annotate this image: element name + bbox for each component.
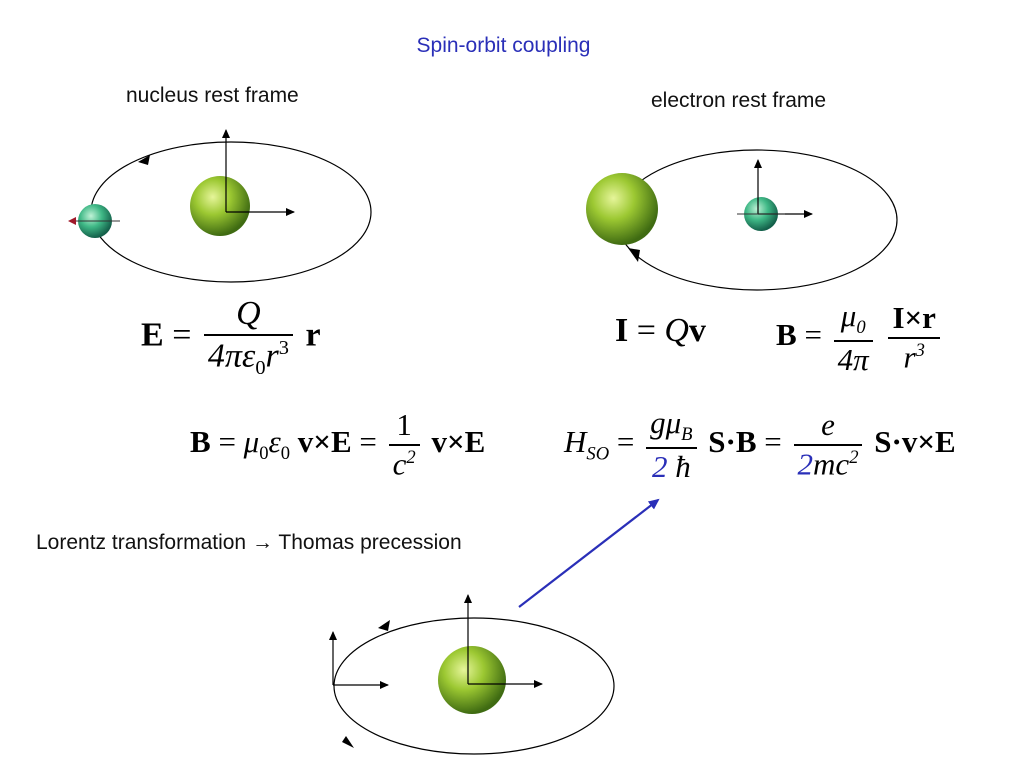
- slide-title: Spin-orbit coupling: [416, 34, 591, 57]
- precession-diagram: [329, 594, 615, 755]
- fraction: μ0 4π: [833, 298, 873, 377]
- den-part: mc: [813, 446, 850, 482]
- superscript: 3: [278, 336, 289, 359]
- nucleus-sphere: [190, 176, 250, 236]
- superscript: 3: [915, 339, 925, 361]
- eq-symbol: ε: [268, 423, 281, 459]
- numerator: I×r: [888, 302, 940, 339]
- eq-symbol: Q: [664, 312, 689, 349]
- subscript: SO: [586, 443, 610, 465]
- denominator: r3: [888, 339, 940, 374]
- eq-symbol: B: [776, 317, 797, 353]
- nucleus-sphere: [438, 646, 506, 714]
- superscript: 2: [406, 446, 416, 468]
- eq-symbol: H: [564, 424, 587, 460]
- nucleus-frame-diagram: [68, 129, 372, 283]
- numerator: μ0: [833, 298, 873, 342]
- eq-symbol: S·v×E: [874, 424, 956, 460]
- numerator: Q: [203, 296, 293, 336]
- eq-symbol: μ: [243, 423, 260, 459]
- num-part: gμ: [650, 405, 682, 440]
- numerator: 1: [388, 408, 420, 446]
- eq-symbol: I: [615, 312, 629, 349]
- right-arrow-icon: →: [251, 531, 273, 554]
- denominator: 4πε0r3: [204, 336, 293, 380]
- nucleus-sphere: [586, 173, 658, 245]
- eq-symbol: S·B: [708, 424, 757, 460]
- subscript: B: [681, 424, 693, 446]
- denominator: 4π: [837, 341, 869, 377]
- electron-frame-label: electron rest frame: [651, 89, 827, 112]
- fraction: 1 c2: [388, 408, 420, 481]
- eq-symbol: v×E: [431, 423, 486, 459]
- eq-symbol: r: [305, 316, 321, 354]
- orbit-ellipse: [333, 617, 615, 755]
- num-part: μ: [840, 298, 857, 333]
- denominator: c2: [389, 446, 420, 481]
- eq-operator: =: [359, 423, 377, 459]
- thomas-pointer-arrow: [518, 498, 660, 608]
- den-part: r: [903, 339, 916, 375]
- current-equation: I = Qv: [615, 312, 706, 350]
- fraction: I×r r3: [888, 302, 940, 373]
- eq-operator: =: [616, 424, 635, 460]
- eq-operator: =: [636, 312, 656, 349]
- orbit-direction-arrow: [342, 736, 354, 748]
- nucleus-frame-label: nucleus rest frame: [126, 84, 299, 107]
- subscript: 0: [280, 443, 291, 465]
- eq-operator: =: [218, 423, 236, 459]
- magnetic-field-motion-equation: B = μ0ε0 v×E = 1 c2 v×E: [190, 408, 486, 481]
- numerator: gμB: [646, 405, 697, 449]
- numerator: e: [793, 409, 863, 446]
- den-part: ħ: [675, 448, 691, 484]
- lorentz-left-text: Lorentz transformation: [36, 531, 247, 554]
- subscript: 0: [259, 443, 269, 465]
- highlighted-factor: 2: [651, 448, 668, 484]
- den-part: 4πε: [207, 337, 256, 375]
- eq-symbol: E: [141, 316, 164, 354]
- eq-symbol: v: [688, 312, 706, 349]
- orbit-direction-arrow: [378, 620, 390, 631]
- eq-operator: =: [804, 317, 822, 353]
- spin-orbit-hamiltonian: HSO = gμB 2 ħ S·B = e 2mc2 S·v×E: [564, 405, 956, 484]
- lorentz-right-text: Thomas precession: [278, 531, 462, 554]
- eq-symbol: B: [190, 423, 211, 459]
- eq-symbol: v×E: [297, 423, 352, 459]
- subscript: 0: [856, 317, 866, 339]
- denominator: 2 ħ: [646, 449, 696, 484]
- electron-spin-tip: [68, 217, 76, 225]
- subscript: 0: [255, 356, 266, 379]
- superscript: 2: [849, 446, 859, 468]
- denominator: 2mc2: [794, 446, 863, 481]
- electric-field-equation: E = Q 4πε0r3 r: [141, 296, 321, 379]
- den-part: r: [265, 337, 279, 375]
- eq-operator: =: [172, 316, 192, 354]
- den-part: c: [392, 445, 407, 481]
- lorentz-label: Lorentz transformation → Thomas precessi…: [36, 531, 462, 555]
- fraction: Q 4πε0r3: [203, 296, 293, 380]
- fraction: e 2mc2: [793, 409, 863, 481]
- fraction: gμB 2 ħ: [646, 405, 697, 484]
- magnetic-field-current-equation: B = μ0 4π I×r r3: [776, 298, 944, 377]
- eq-operator: =: [764, 424, 782, 460]
- orbit-direction-arrow: [138, 155, 150, 165]
- electron-frame-diagram: [586, 149, 898, 291]
- orbit-direction-arrow: [628, 248, 640, 262]
- highlighted-factor: 2: [797, 446, 814, 482]
